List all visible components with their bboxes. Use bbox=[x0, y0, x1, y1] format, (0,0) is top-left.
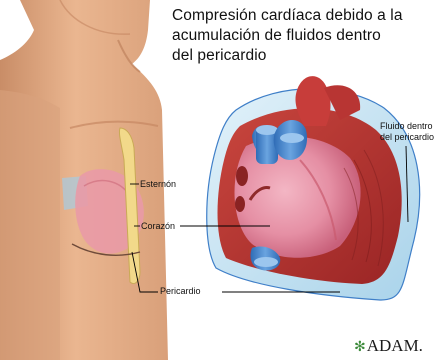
title-line-3: del pericardio bbox=[172, 46, 442, 66]
title-line-1: Compresión cardíaca debido a la bbox=[172, 6, 442, 26]
label-sternum: Esternón bbox=[140, 179, 176, 189]
label-heart: Corazón bbox=[141, 221, 175, 231]
label-fluid-line-1: Fluido dentro bbox=[380, 121, 434, 132]
adam-logo-icon: ✻ bbox=[354, 339, 366, 355]
heart-cross-section bbox=[207, 76, 420, 300]
adam-logo: ✻ADAM. bbox=[354, 336, 423, 356]
label-fluid-line-2: del pericardio bbox=[380, 132, 434, 143]
label-pericardium: Pericardio bbox=[160, 286, 201, 296]
diagram-title: Compresión cardíaca debido a la acumulac… bbox=[172, 6, 442, 66]
title-line-2: acumulación de fluidos dentro bbox=[172, 26, 442, 46]
label-pericardial-fluid: Fluido dentro del pericardio bbox=[380, 121, 434, 143]
adam-logo-text: ADAM. bbox=[367, 336, 423, 355]
